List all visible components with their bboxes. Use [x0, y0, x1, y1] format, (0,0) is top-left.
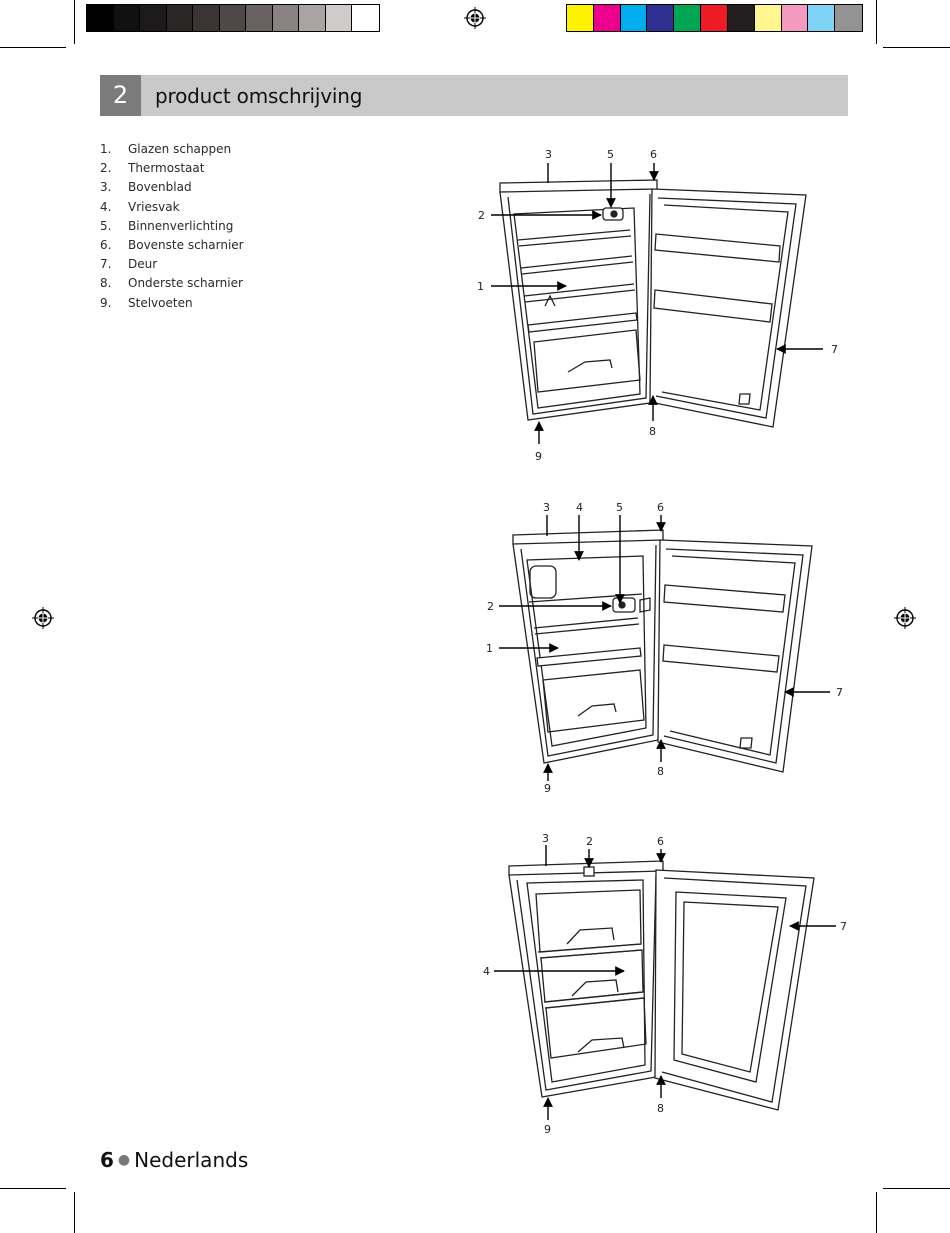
fridge-diagram-3 — [509, 861, 814, 1110]
callout-6: 6 — [650, 148, 657, 161]
fridge-diagram-2 — [513, 530, 812, 772]
callout-5: 5 — [607, 148, 614, 161]
page-footer: 6●Nederlands — [100, 1148, 248, 1172]
callout-9: 9 — [535, 450, 542, 463]
callout-3: 3 — [545, 148, 552, 161]
language-label: Nederlands — [134, 1148, 248, 1172]
separator-dot-icon: ● — [114, 1152, 134, 1168]
callout-2: 2 — [586, 835, 593, 848]
callout-5: 5 — [616, 501, 623, 514]
callout-9: 9 — [544, 782, 551, 795]
callout-2: 2 — [487, 600, 494, 613]
callout-4: 4 — [576, 501, 583, 514]
callout-6: 6 — [657, 835, 664, 848]
callout-2: 2 — [478, 209, 485, 222]
fridge-diagram-1 — [500, 180, 806, 427]
page-number: 6 — [100, 1148, 114, 1172]
callout-4: 4 — [483, 965, 490, 978]
callout-8: 8 — [657, 1102, 664, 1115]
callout-3: 3 — [542, 832, 549, 845]
callout-9: 9 — [544, 1123, 551, 1136]
callout-7: 7 — [836, 686, 843, 699]
callout-7: 7 — [840, 920, 847, 933]
callout-3: 3 — [543, 501, 550, 514]
callout-8: 8 — [649, 425, 656, 438]
callout-8: 8 — [657, 765, 664, 778]
callout-1: 1 — [486, 642, 493, 655]
callout-1: 1 — [477, 280, 484, 293]
callout-7: 7 — [831, 343, 838, 356]
callout-6: 6 — [657, 501, 664, 514]
